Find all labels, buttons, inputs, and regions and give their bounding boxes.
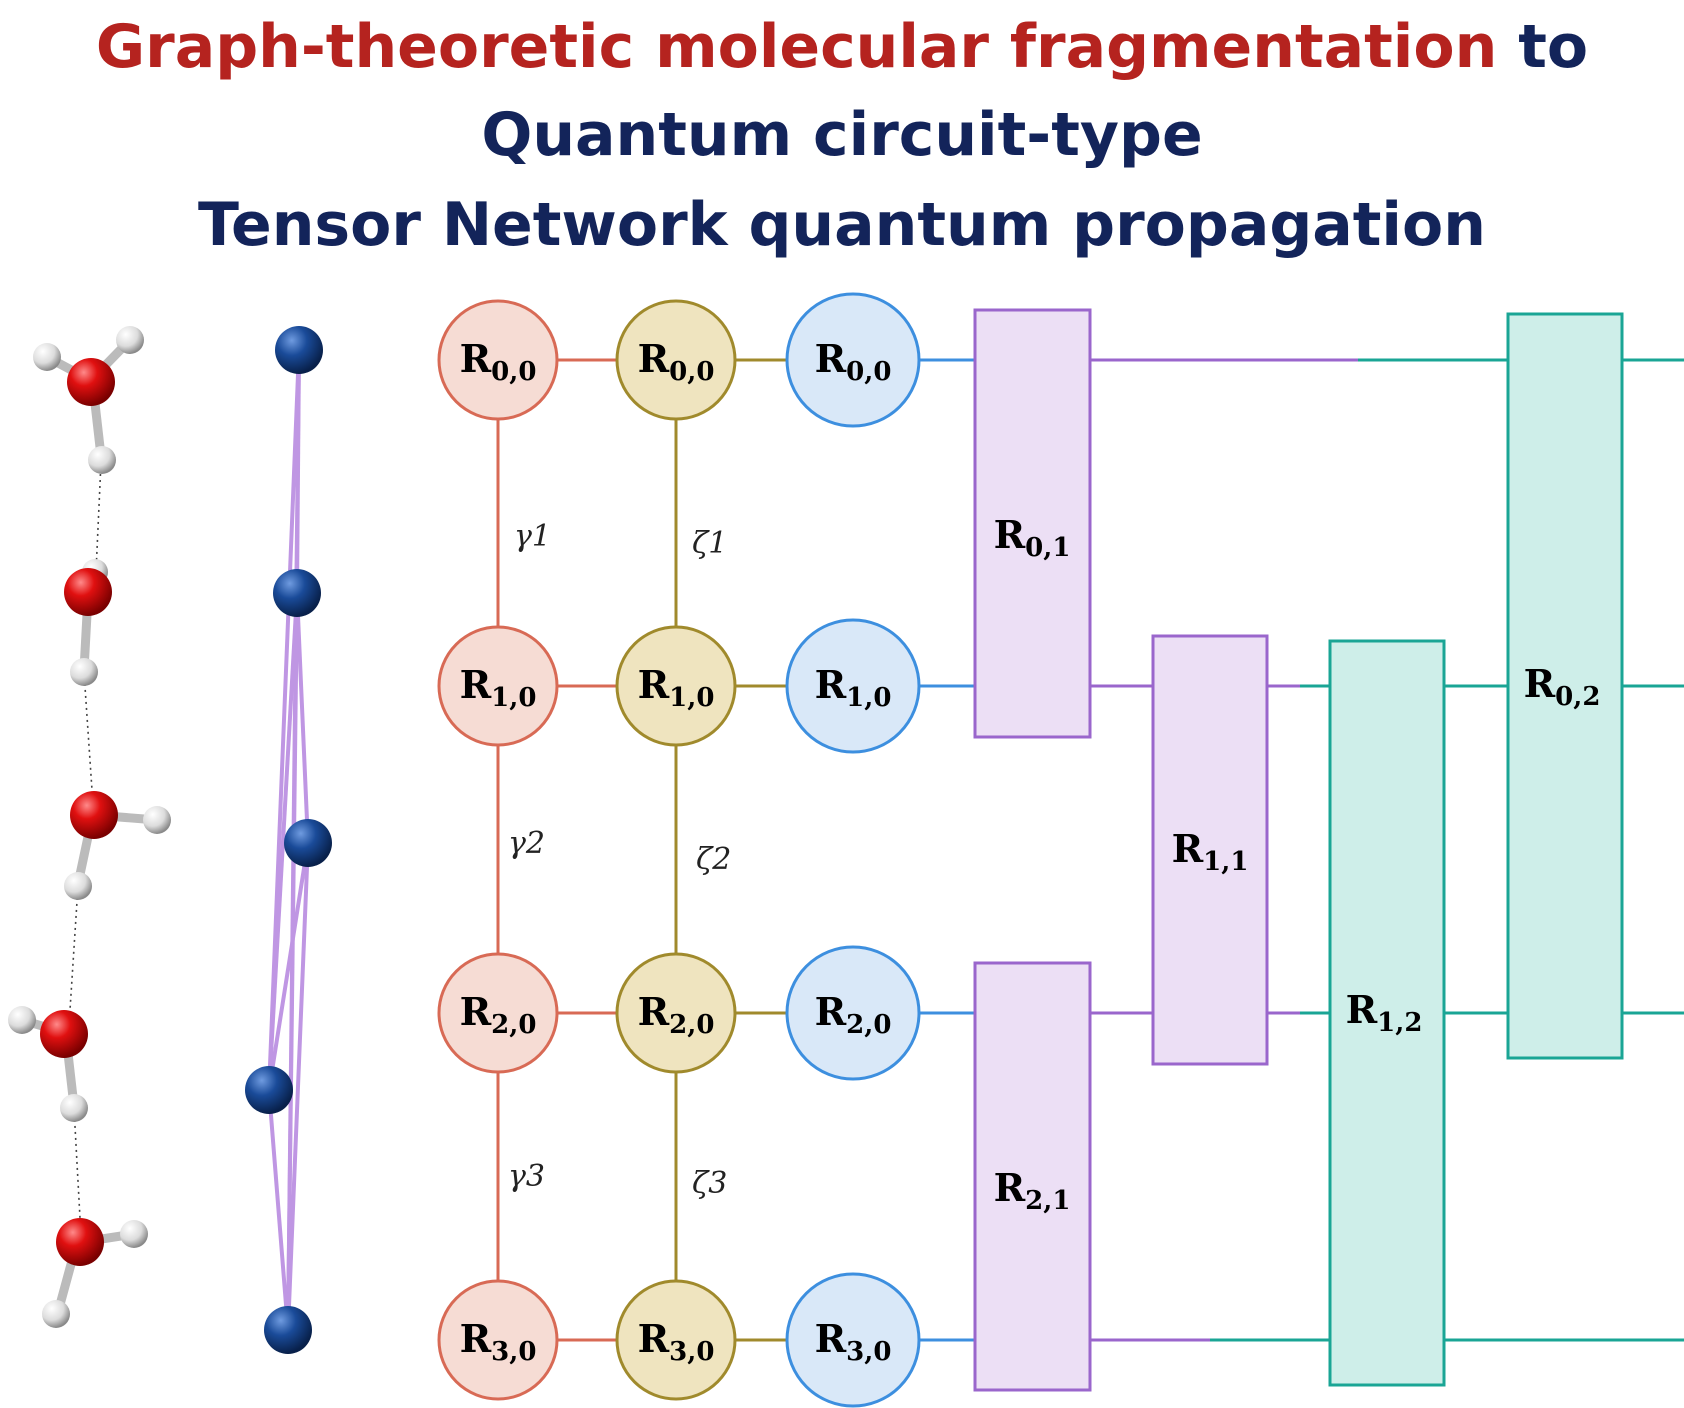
hydrogen-atom — [64, 872, 92, 900]
node-red-3-label: R3,0 — [460, 1316, 537, 1367]
node-olive-3 — [615, 1279, 737, 1401]
hydrogen-bonds — [69, 461, 102, 1219]
coupling-labels: γ1 γ2 γ3 ζ1 ζ2 ζ3 — [508, 519, 731, 1201]
gate-r11-label: R1,1 — [1172, 826, 1249, 877]
graph-edges — [267, 349, 310, 1331]
gate-r01 — [973, 308, 1092, 739]
title-line-2: Quantum circuit-type — [481, 100, 1203, 170]
title-line-1-navy: to — [1518, 12, 1589, 82]
node-olive-0 — [615, 299, 737, 421]
node-red-2 — [437, 952, 559, 1074]
hydrogen-atom — [8, 1006, 36, 1034]
graph-node — [275, 326, 323, 374]
water-atoms — [8, 326, 171, 1328]
node-olive-3-label: R3,0 — [638, 1316, 715, 1367]
gate-r12 — [1328, 639, 1446, 1387]
node-blue-1 — [785, 618, 921, 754]
fragment-graph — [245, 326, 332, 1354]
hydrogen-atom — [70, 658, 98, 686]
hydrogen-atom — [120, 1220, 148, 1248]
gate-r21 — [973, 961, 1092, 1392]
node-red-0-label: R0,0 — [460, 336, 537, 387]
node-olive-1-label: R1,0 — [638, 662, 715, 713]
graph-node — [284, 819, 332, 867]
network-wires — [496, 358, 1684, 1342]
hydrogen-atom — [42, 1300, 70, 1328]
gate-r12-label: R1,2 — [1346, 987, 1423, 1038]
node-red-3 — [437, 1279, 559, 1401]
oxygen-atom — [64, 568, 112, 616]
node-blue-3-label: R3,0 — [815, 1316, 892, 1367]
node-olive-1 — [615, 625, 737, 747]
node-olive-2-label: R2,0 — [638, 989, 715, 1040]
zeta-2-label: ζ2 — [696, 842, 731, 877]
blue-column: R0,0 R1,0 R2,0 R3,0 — [785, 292, 921, 1408]
node-olive-0-label: R0,0 — [638, 336, 715, 387]
gate-r02 — [1506, 312, 1624, 1060]
node-blue-0 — [785, 292, 921, 428]
hydrogen-atom — [143, 806, 171, 834]
node-olive-2 — [615, 952, 737, 1074]
gamma-1-label: γ1 — [514, 519, 551, 554]
oxygen-atom — [67, 358, 115, 406]
water-chain — [8, 326, 171, 1328]
title-line-1: Graph-theoretic molecular fragmentation … — [0, 12, 1684, 82]
hydrogen-atom — [33, 343, 61, 371]
node-blue-0-label: R0,0 — [815, 336, 892, 387]
zeta-1-label: ζ1 — [692, 526, 727, 561]
gate-r02-label: R0,2 — [1524, 661, 1601, 712]
gates: R0,1 R2,1 R1,1 R1,2 R0,2 — [973, 308, 1624, 1392]
red-column: R0,0 R1,0 R2,0 R3,0 — [437, 299, 559, 1401]
node-red-2-label: R2,0 — [460, 989, 537, 1040]
oxygen-atom — [40, 1010, 88, 1058]
node-red-0 — [437, 299, 559, 421]
gamma-3-label: γ3 — [508, 1159, 545, 1194]
node-blue-3 — [785, 1272, 921, 1408]
gate-r01-label: R0,1 — [994, 512, 1071, 563]
node-red-1-label: R1,0 — [460, 662, 537, 713]
gamma-2-label: γ2 — [508, 826, 545, 861]
title-line-3: Tensor Network quantum propagation — [198, 190, 1486, 260]
oxygen-atom — [70, 791, 118, 839]
zeta-3-label: ζ3 — [692, 1166, 727, 1201]
title-line-1-red: Graph-theoretic molecular fragmentation — [95, 12, 1498, 82]
hydrogen-atom — [60, 1094, 88, 1122]
node-red-1 — [437, 625, 559, 747]
graph-node — [264, 1306, 312, 1354]
olive-column: R0,0 R1,0 R2,0 R3,0 — [615, 299, 737, 1401]
graph-node — [273, 569, 321, 617]
graph-node — [245, 1066, 293, 1114]
hydrogen-atom — [116, 326, 144, 354]
gate-r11 — [1151, 634, 1269, 1066]
node-blue-1-label: R1,0 — [815, 662, 892, 713]
oxygen-atom — [56, 1218, 104, 1266]
node-blue-2-label: R2,0 — [815, 989, 892, 1040]
node-blue-2 — [785, 945, 921, 1081]
gate-r21-label: R2,1 — [994, 1165, 1071, 1216]
hydrogen-atom — [88, 446, 116, 474]
